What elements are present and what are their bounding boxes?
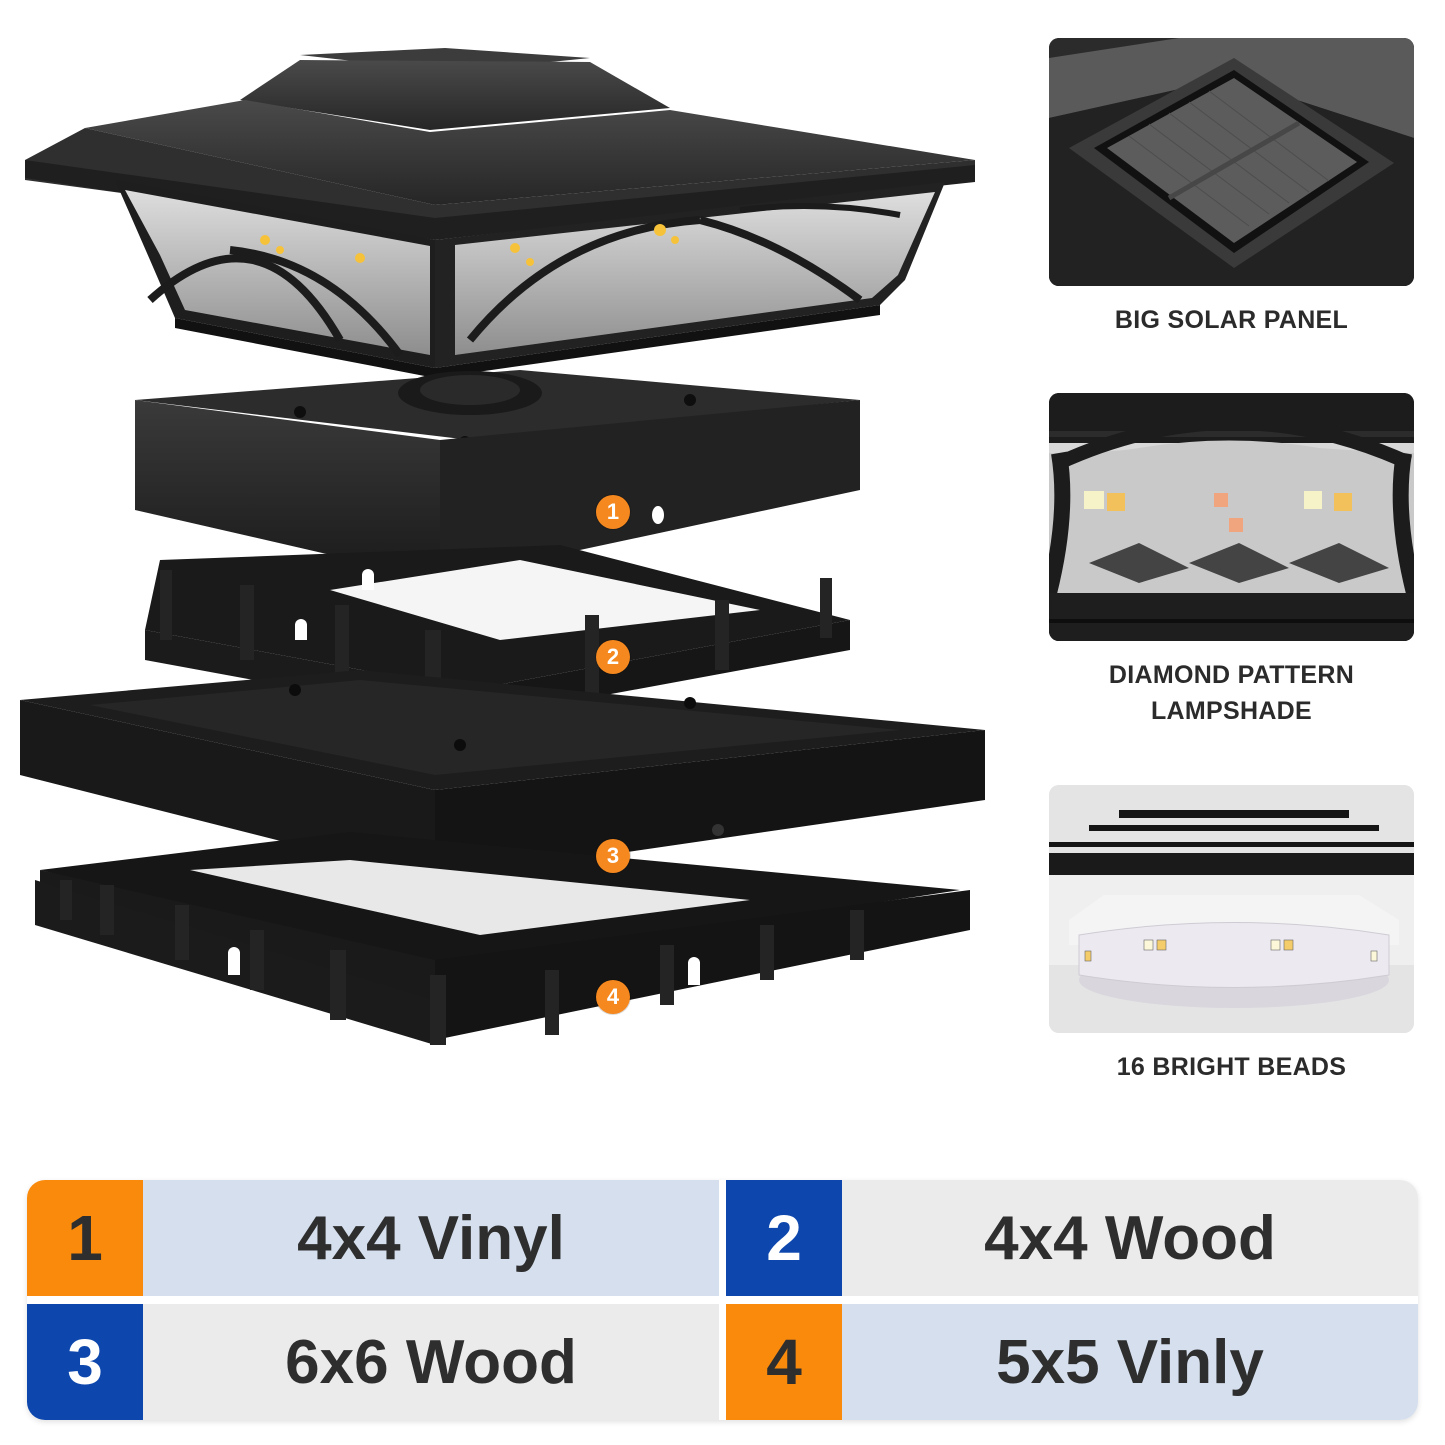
post-size-compatibility-table: 1 4x4 Vinyl 2 4x4 Wood 3 6x6 Wood 4 5x5 …	[27, 1180, 1418, 1420]
lampshade-photo-icon	[1049, 393, 1414, 641]
caption-line: BIG SOLAR PANEL	[1114, 306, 1349, 334]
feature-caption: DIAMOND PATTERN LAMPSHADE	[1049, 657, 1414, 729]
part-marker-2: 2	[596, 640, 630, 674]
feature-led-beads: 16 BRIGHT BEADS	[1049, 785, 1414, 1085]
led-beads-photo-icon	[1049, 785, 1414, 1033]
solar-post-cap-light-icon	[20, 48, 985, 1045]
size-label-4: 5x5 Vinly	[842, 1304, 1418, 1420]
size-badge-1: 1	[27, 1180, 143, 1296]
size-badge-3: 3	[27, 1304, 143, 1420]
feature-lampshade: DIAMOND PATTERN LAMPSHADE	[1049, 393, 1414, 729]
part-marker-3: 3	[596, 839, 630, 873]
feature-caption: BIG SOLAR PANEL	[1049, 302, 1414, 338]
size-badge-2: 2	[726, 1180, 842, 1296]
feature-solar-panel: BIG SOLAR PANEL	[1049, 38, 1414, 338]
caption-line: LAMPSHADE	[1150, 697, 1313, 725]
size-badge-4: 4	[726, 1304, 842, 1420]
caption-line: DIAMOND PATTERN	[1108, 661, 1355, 689]
solar-panel-photo-icon	[1049, 38, 1414, 286]
size-label-2: 4x4 Wood	[842, 1180, 1418, 1296]
caption-line: 16 BRIGHT BEADS	[1116, 1053, 1347, 1081]
part-marker-1: 1	[596, 495, 630, 529]
size-label-1: 4x4 Vinyl	[143, 1180, 719, 1296]
size-label-3: 6x6 Wood	[143, 1304, 719, 1420]
exploded-product-illustration: 1 2 3 4	[20, 48, 985, 1045]
feature-caption: 16 BRIGHT BEADS	[1049, 1049, 1414, 1085]
part-marker-4: 4	[596, 980, 630, 1014]
